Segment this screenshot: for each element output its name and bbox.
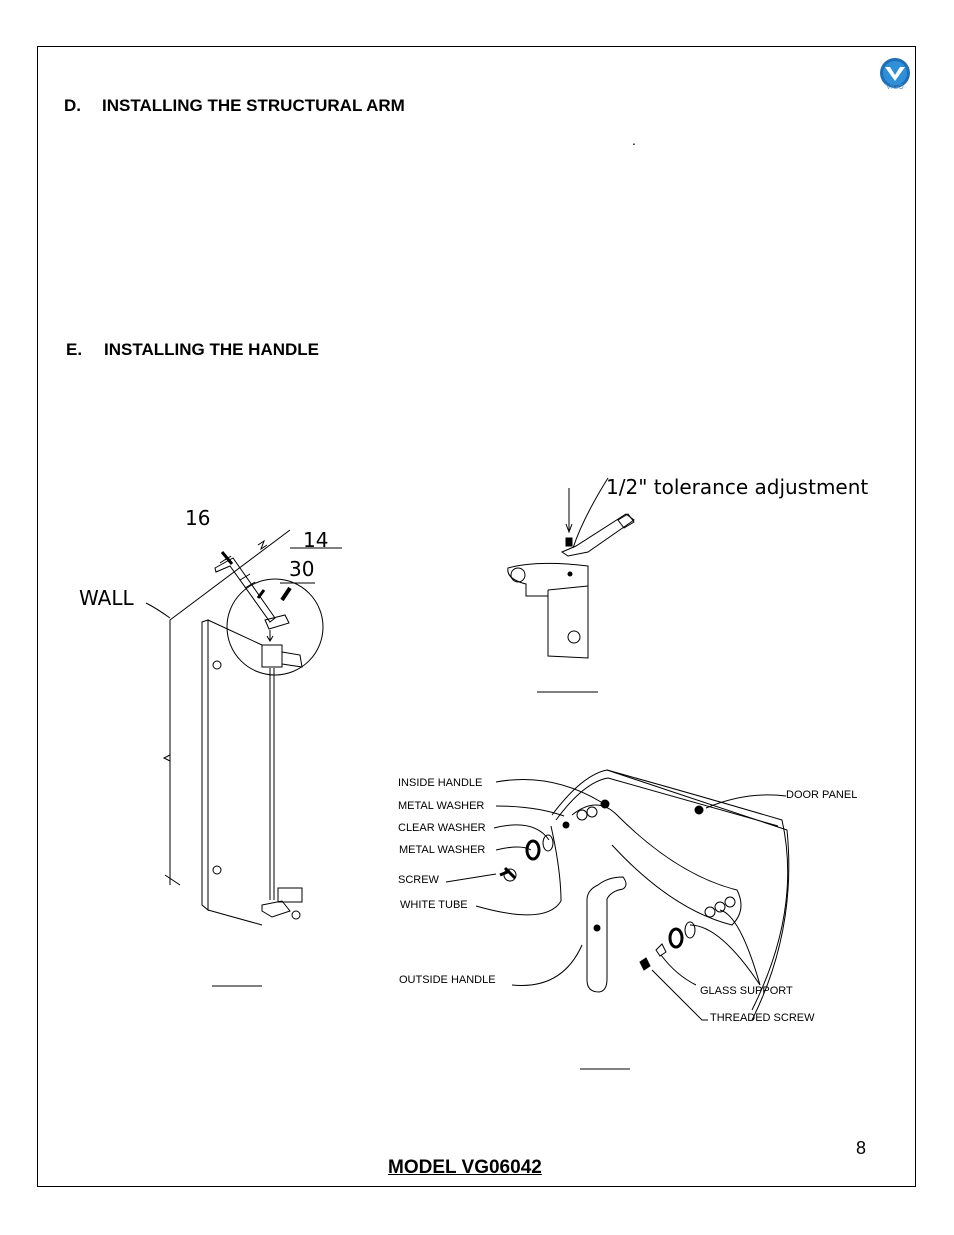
label-threaded-screw: THREADED SCREW bbox=[710, 1012, 815, 1024]
section-d-letter: D. bbox=[64, 96, 81, 115]
callout-16: 16 bbox=[185, 506, 211, 530]
callout-14: 14 bbox=[303, 528, 329, 552]
section-e-title: INSTALLING THE HANDLE bbox=[104, 340, 320, 359]
page-frame bbox=[37, 46, 916, 1187]
section-e-heading: E. INSTALLING THE HANDLE bbox=[66, 340, 319, 360]
label-door-panel: DOOR PANEL bbox=[786, 789, 858, 801]
logo-text: VIGO bbox=[886, 84, 904, 91]
section-d-title: INSTALLING THE STRUCTURAL ARM bbox=[102, 96, 405, 115]
section-e-letter: E. bbox=[66, 340, 83, 359]
page-number: 8 bbox=[856, 1138, 867, 1158]
vigo-logo-icon bbox=[880, 58, 910, 88]
callout-30: 30 bbox=[289, 557, 315, 581]
label-metal-washer-1: METAL WASHER bbox=[398, 800, 485, 812]
label-glass-support: GLASS SUPPORT bbox=[700, 985, 793, 997]
stray-mark: . bbox=[632, 132, 636, 148]
tolerance-label: 1/2" tolerance adjustment bbox=[606, 475, 869, 499]
wall-label: WALL bbox=[79, 586, 134, 610]
section-d-heading: D. INSTALLING THE STRUCTURAL ARM bbox=[64, 96, 405, 116]
label-clear-washer: CLEAR WASHER bbox=[398, 822, 486, 834]
model-number: MODEL VG06042 bbox=[388, 1157, 542, 1178]
label-metal-washer-2: METAL WASHER bbox=[399, 844, 486, 856]
label-inside-handle: INSIDE HANDLE bbox=[398, 777, 483, 789]
label-screw: SCREW bbox=[398, 874, 439, 886]
label-outside-handle: OUTSIDE HANDLE bbox=[399, 974, 496, 986]
label-white-tube: WHITE TUBE bbox=[400, 899, 468, 911]
